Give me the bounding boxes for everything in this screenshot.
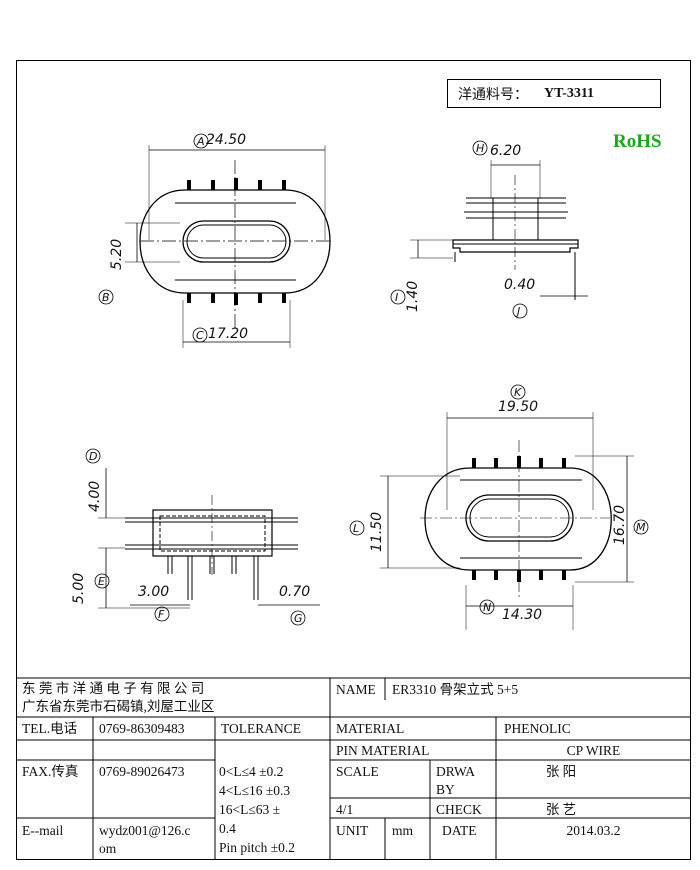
dim-k-value: 19.50	[498, 399, 539, 415]
tolerance-line-2: 4<L≤16 ±0.3	[219, 783, 291, 798]
dim-c-tag: C	[196, 329, 204, 342]
dim-b-value: 5.20	[109, 238, 125, 270]
drawn-by-value: 张 阳	[545, 764, 577, 779]
top-pins-lower	[187, 293, 286, 305]
dim-e-value: 5.00	[71, 572, 87, 604]
tolerance-line-4: 0.4	[219, 821, 236, 836]
email-value-line-1: wydz001@126.c	[99, 823, 191, 838]
dim-n-tag: N	[483, 601, 492, 614]
part-number-value: YT-3311	[544, 85, 595, 101]
side-view	[390, 140, 588, 319]
name-label: NAME	[336, 682, 376, 697]
tolerance-line-3: 16<L≤63 ±	[219, 802, 281, 817]
name-value: ER3310 骨架立式 5+5	[392, 682, 519, 697]
scale-value: 4/1	[336, 802, 354, 817]
dim-h-value: 6.20	[490, 143, 522, 159]
rohs-mark: RoHS	[613, 131, 662, 152]
scale-label: SCALE	[336, 764, 379, 779]
dim-a-value: 24.50	[206, 132, 247, 148]
dim-c-value: 17.20	[208, 326, 249, 342]
fax-value: 0769-89026473	[99, 764, 185, 779]
dim-b-tag: B	[102, 291, 110, 304]
material-value: PHENOLIC	[504, 721, 571, 736]
tolerance-label: TOLERANCE	[221, 721, 301, 736]
drawn-by-label-2: BY	[436, 782, 455, 797]
company-name: 东 莞 市 洋 通 电 子 有 限 公 司	[22, 681, 205, 696]
dim-i-tag: I	[395, 291, 399, 304]
drawn-by-label-1: DRWA	[436, 764, 476, 779]
tel-value: 0769-86309483	[99, 721, 185, 736]
tel-label: TEL.电话	[22, 721, 78, 736]
dim-g-value: 0.70	[279, 584, 311, 600]
check-label: CHECK	[436, 802, 482, 817]
bottom-view	[349, 384, 649, 630]
dim-e-tag: E	[98, 575, 105, 588]
check-value: 张 艺	[545, 802, 577, 817]
title-block-grid	[16, 677, 691, 860]
dim-h-tag: H	[476, 142, 485, 155]
front-view	[85, 448, 320, 626]
date-label: DATE	[442, 823, 477, 838]
top-pins-upper	[187, 178, 286, 190]
company-address: 广东省东莞市石碣镇,刘屋工业区	[22, 699, 215, 714]
date-value: 2014.03.2	[566, 823, 621, 838]
pin-material-label: PIN MATERIAL	[336, 743, 430, 758]
material-label: MATERIAL	[336, 721, 405, 736]
fax-label: FAX.传真	[22, 764, 79, 779]
email-value-line-2: om	[99, 841, 117, 856]
dim-g-tag: G	[294, 612, 303, 625]
pin-material-value: CP WIRE	[566, 743, 621, 758]
dim-d-value: 4.00	[87, 480, 103, 512]
dim-m-tag: M	[636, 521, 646, 534]
dim-l-value: 11.50	[369, 511, 385, 552]
tolerance-line-5: Pin pitch ±0.2	[219, 840, 296, 855]
dim-k-tag: K	[514, 386, 522, 399]
dim-i-value: 1.40	[405, 280, 421, 312]
dim-d-tag: D	[89, 450, 98, 463]
dim-l-tag: L	[353, 522, 360, 535]
unit-value: mm	[392, 823, 414, 838]
part-number-label: 洋通料号：	[458, 87, 528, 103]
dim-a-tag: A	[197, 135, 205, 148]
dim-f-tag: F	[158, 608, 165, 621]
email-label: E--mail	[22, 823, 64, 838]
tolerance-line-1: 0<L≤4 ±0.2	[219, 764, 284, 779]
dim-m-value: 16.70	[612, 504, 628, 545]
dim-j-tag: J	[517, 305, 521, 318]
dim-n-value: 14.30	[502, 607, 543, 623]
part-number-box: 洋通料号： YT-3311	[447, 79, 661, 108]
dim-f-value: 3.00	[138, 584, 170, 600]
unit-label: UNIT	[336, 823, 369, 838]
drawing-sheet-border	[16, 60, 691, 860]
top-view	[98, 133, 331, 348]
dim-j-value: 0.40	[504, 277, 536, 293]
